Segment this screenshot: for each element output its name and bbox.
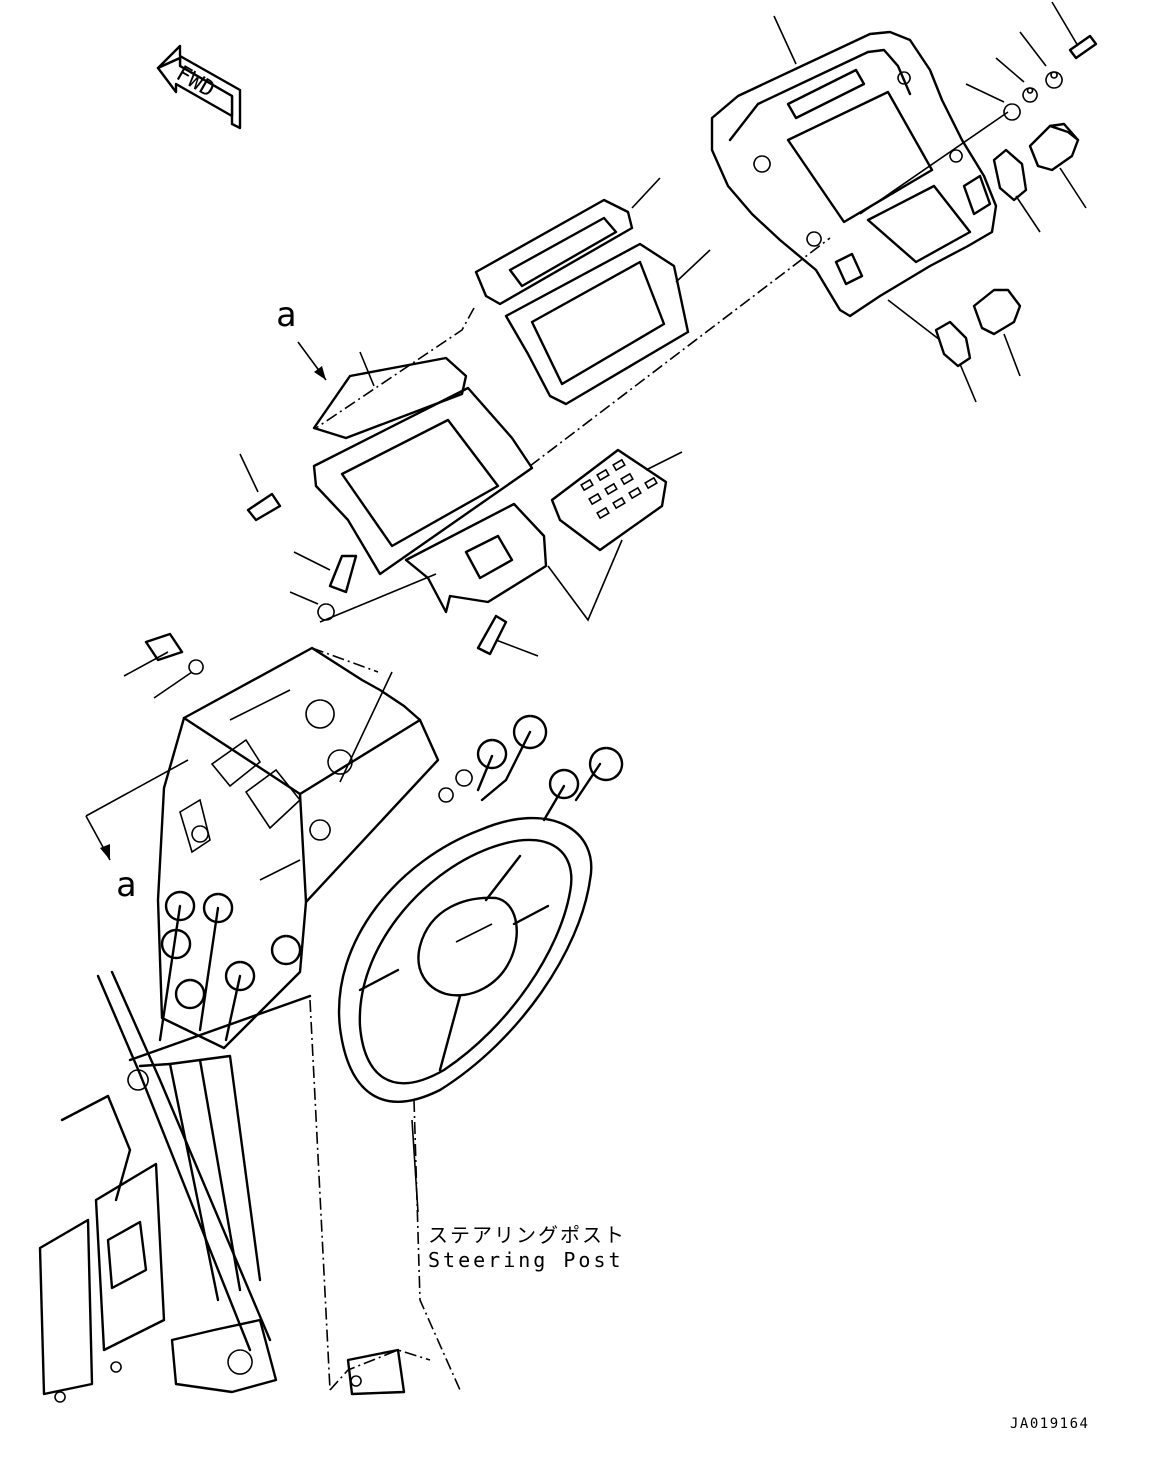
- steering-wheel: [337, 816, 593, 1103]
- steering-post: [309, 999, 461, 1391]
- steering-post-label-en: Steering Post: [428, 1248, 624, 1272]
- switch-upper: [992, 122, 1087, 233]
- steering-post-label-jp: ステアリングポスト: [428, 1223, 626, 1247]
- mounting-plate: [312, 237, 831, 614]
- switch-lower: [887, 288, 1022, 403]
- control-levers-left: [96, 890, 312, 1352]
- console-cover: [710, 15, 998, 318]
- switch-panel: [547, 448, 683, 622]
- fwd-direction-arrow: FWD: [156, 44, 242, 130]
- callout-letter-upper: a: [276, 295, 296, 335]
- monitor-unit: [504, 242, 711, 406]
- drawing-id: JA019164: [1010, 1416, 1089, 1432]
- lower-bracket: [38, 1094, 406, 1403]
- callout-letter-lower: a: [116, 865, 136, 905]
- hardware-top-right: [859, 1, 1098, 215]
- control-levers-right: [438, 714, 624, 822]
- view-callout-upper: a: [276, 295, 327, 381]
- monitor-bracket-top: [474, 177, 661, 306]
- bolts-left: [123, 453, 539, 699]
- steering-column-housing: [156, 646, 440, 1050]
- view-callout-lower: a: [85, 759, 189, 905]
